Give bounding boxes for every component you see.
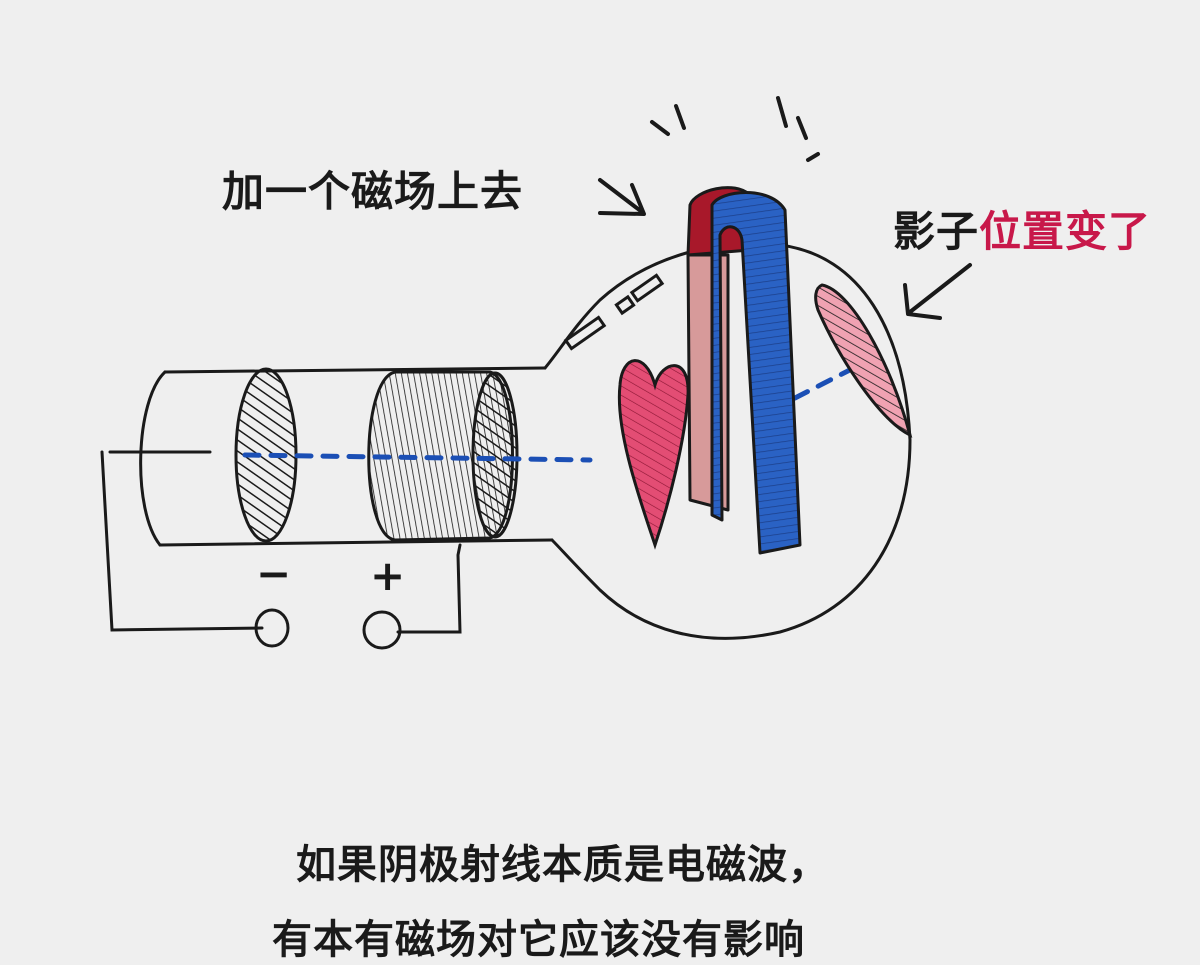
magnet xyxy=(686,186,802,555)
slit-marks xyxy=(563,273,665,351)
deflected-shadow xyxy=(814,283,913,438)
add-magnet-label: 加一个磁场上去 xyxy=(222,167,524,216)
cathode-ray-tube-illustration: − + xyxy=(100,96,972,650)
caption-line-2: 有本有磁场对它应该没有影响 xyxy=(272,917,805,963)
plus-sign: + xyxy=(370,551,405,600)
minus-sign: − xyxy=(256,549,291,598)
shadow-label-prefix: 影子 xyxy=(893,207,980,256)
terminal-negative xyxy=(254,608,290,648)
shadow-moved-label: 影子位置变了 xyxy=(893,198,1151,259)
arrow-to-shadow xyxy=(903,263,972,320)
heart-shadow xyxy=(617,359,690,550)
emphasis-marks xyxy=(650,96,820,162)
arrow-to-magnet xyxy=(598,178,646,216)
caption-line-1: 如果阴极射线本质是电磁波， xyxy=(296,842,829,888)
tube-bulb xyxy=(543,241,912,640)
terminal-positive xyxy=(362,610,402,650)
tube-neck xyxy=(139,366,554,547)
circuit-wires xyxy=(100,450,462,634)
shadow-label-accent: 位置变了 xyxy=(979,207,1152,256)
